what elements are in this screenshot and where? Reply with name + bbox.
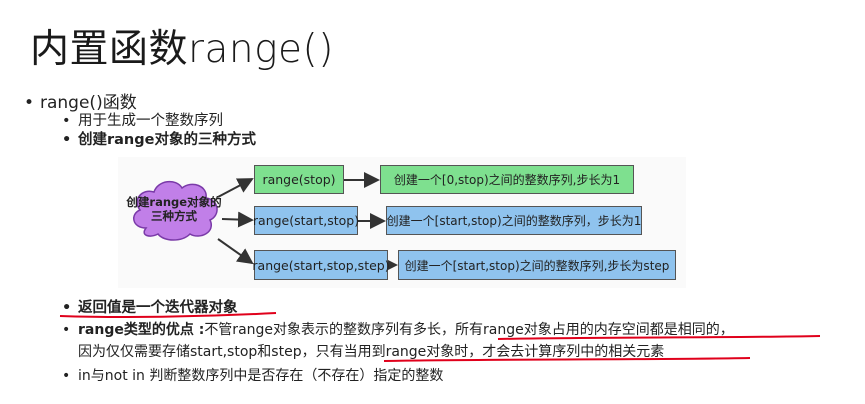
form-box-stop: range(stop) — [254, 165, 344, 194]
advantage-label: range类型的优点 : — [78, 322, 205, 338]
desc-box-stop: 创建一个[0,stop)之间的整数序列,步长为1 — [380, 165, 634, 194]
cloud-label: 创建range对象的三种方式 — [126, 195, 222, 223]
form-box-start-stop: range(start,stop) — [253, 206, 359, 235]
sub-bullet-three-ways: • 创建range对象的三种方式 — [62, 128, 256, 149]
arrow-cloud-to-form1 — [217, 178, 254, 198]
bullet-dot: • — [62, 368, 71, 384]
desc-box-start-stop-step: 创建一个[start,stop)之间的整数序列,步长为step — [398, 250, 676, 280]
bullet-text: range()函数 — [40, 93, 137, 113]
arrow-cloud-to-form3 — [217, 238, 254, 265]
bullet-dot: • — [62, 113, 71, 129]
cloud-shape: 创建range对象的三种方式 — [126, 176, 222, 242]
bullet-text: in与not in 判断整数序列中是否存在（不存在）指定的整数 — [78, 368, 444, 384]
bullet-text: 返回值是一个迭代器对象 — [78, 300, 238, 316]
sub-bullet-return-value: • 返回值是一个迭代器对象 — [62, 296, 238, 317]
bullet-dot: • — [62, 300, 72, 316]
arrow-cloud-to-form2 — [221, 211, 254, 228]
bullet-range-function: •range()函数 — [24, 88, 137, 113]
desc-box-start-stop: 创建一个[start,stop)之间的整数序列，步长为1 — [386, 206, 642, 235]
advantage-text: 不管range对象表示的整数序列有多长，所有range对象占用的内存空间都是相同… — [204, 322, 734, 338]
range-diagram: 创建range对象的三种方式 range(stop) 创建一个[0,stop)之… — [118, 157, 686, 288]
bullet-dot: • — [62, 322, 71, 338]
cloud-icon — [133, 180, 218, 241]
sub-bullet-purpose: • 用于生成一个整数序列 — [62, 109, 223, 130]
sub-bullet-in-not-in: • in与not in 判断整数序列中是否存在（不存在）指定的整数 — [62, 365, 443, 385]
bullet-text: 用于生成一个整数序列 — [78, 113, 223, 129]
bullet-text: 创建range对象的三种方式 — [78, 132, 256, 148]
advantage-text-line2: 因为仅仅需要存储start,stop和step，只有当用到range对象时，才会… — [78, 344, 665, 360]
diagram-arrows — [217, 172, 398, 273]
bullet-dot: • — [24, 93, 35, 113]
sub-bullet-advantage: • range类型的优点 :不管range对象表示的整数序列有多长，所有range… — [62, 319, 734, 339]
slide-title: 内置函数range() — [30, 27, 334, 72]
bullet-dot: • — [62, 132, 72, 148]
form-box-start-stop-step: range(start,stop,step) — [252, 250, 390, 280]
